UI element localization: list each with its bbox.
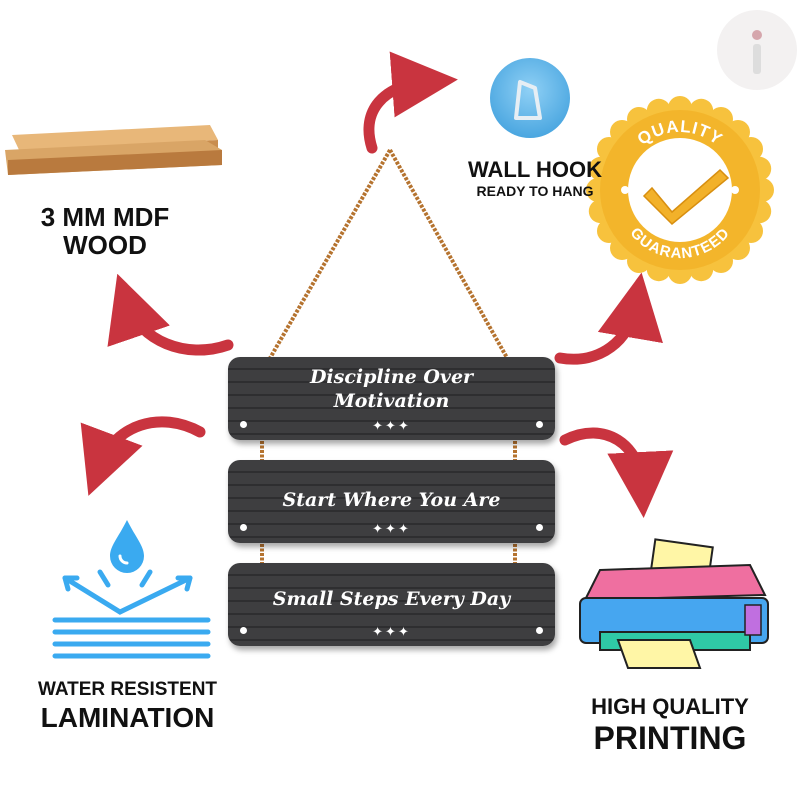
- hook-subtitle: READY TO HANG: [476, 183, 594, 199]
- printing-line1: HIGH QUALITY: [591, 694, 749, 719]
- wall-hook-icon: [490, 58, 570, 138]
- printing-line2: PRINTING: [593, 720, 747, 756]
- board-hole: [240, 627, 247, 634]
- hook-label: WALL HOOK READY TO HANG: [455, 158, 615, 200]
- quality-guaranteed-badge: QUALITY GUARANTEED: [586, 96, 774, 284]
- board-hole: [536, 627, 543, 634]
- hook-title: WALL HOOK: [467, 157, 603, 182]
- lamination-line1: WATER RESISTENT: [37, 679, 218, 700]
- water-resistant-icon: [52, 520, 211, 659]
- sparkle-icon: ✦✦✦: [372, 624, 411, 639]
- sparkle-icon: ✦✦✦: [372, 521, 411, 536]
- arrow-to-lamination-icon: [80, 416, 206, 496]
- lamination-label: WATER RESISTENT LAMINATION: [20, 678, 235, 734]
- printer-icon: [579, 538, 769, 669]
- arrow-to-printer-icon: [559, 427, 674, 518]
- arrow-icons: [80, 51, 674, 518]
- wood-label-line2: WOOD: [63, 230, 147, 260]
- board-quote: Start Where You Are: [282, 489, 501, 511]
- printing-label: HIGH QUALITY PRINTING: [570, 694, 770, 756]
- sign-board-1: Discipline Over Motivation ✦✦✦: [228, 357, 555, 440]
- wood-label: 3 MM MDF WOOD: [10, 203, 200, 259]
- board-hole: [536, 524, 543, 531]
- arrow-to-hook-icon: [363, 51, 458, 154]
- board-quote: Discipline Over Motivation: [309, 366, 474, 412]
- brand-logo: [717, 10, 797, 90]
- wood-label-line1: 3 MM MDF: [40, 202, 170, 232]
- sparkle-icon: ✦✦✦: [372, 418, 411, 433]
- board-quote: Small Steps Every Day: [272, 588, 511, 610]
- board-hole: [240, 524, 247, 531]
- sign-board-3: Small Steps Every Day ✦✦✦: [228, 563, 555, 646]
- arrow-to-badge-icon: [554, 272, 663, 365]
- board-hole: [536, 421, 543, 428]
- arrow-to-wood-icon: [107, 273, 234, 356]
- board-hole: [240, 421, 247, 428]
- lamination-line2: LAMINATION: [40, 702, 215, 733]
- mdf-wood-icon: [5, 125, 222, 175]
- sign-board-2: Start Where You Are ✦✦✦: [228, 460, 555, 543]
